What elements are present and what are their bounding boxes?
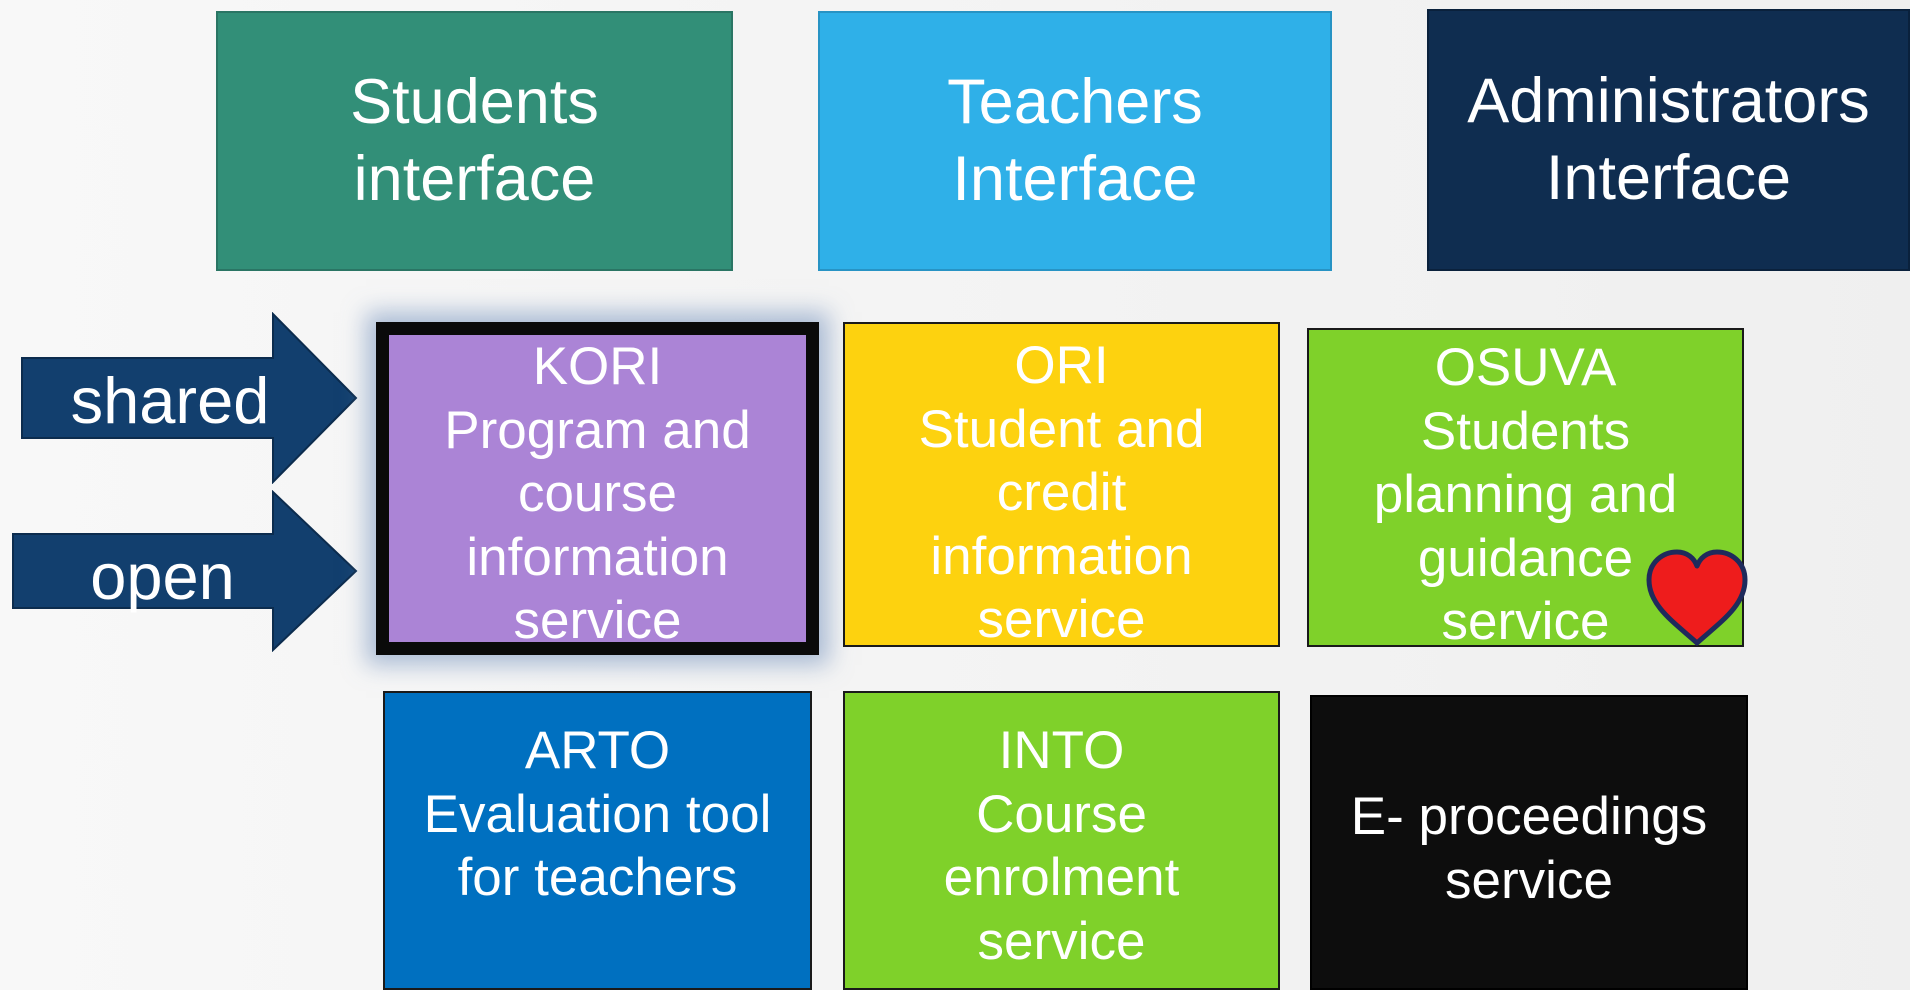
eproceedings-service-line1: E- proceedings	[1350, 787, 1708, 846]
students-interface-box: Students interface	[216, 11, 733, 271]
teachers-interface-line1: Teachers	[947, 66, 1203, 137]
osuva-service-line2: planning and	[1373, 465, 1678, 525]
teachers-interface-line2: Interface	[952, 144, 1198, 214]
kori-service-line3: information	[466, 527, 729, 587]
kori-service-name: KORI	[532, 337, 663, 396]
into-service-name: INTO	[998, 721, 1125, 780]
into-service-line2: enrolment	[943, 848, 1180, 908]
arto-service-line1: Evaluation tool	[423, 784, 772, 844]
eproceedings-service-box: E- proceedings service	[1310, 695, 1748, 990]
arto-service-name: ARTO	[524, 721, 671, 780]
students-interface-line1: Students	[350, 66, 599, 137]
ori-service-box: ORI Student and credit information servi…	[843, 322, 1280, 647]
osuva-service-line3: guidance	[1417, 528, 1634, 588]
teachers-interface-box: Teachers Interface	[818, 11, 1332, 271]
ori-service-line4: service	[977, 590, 1146, 647]
arto-service-box: ARTO Evaluation tool for teachers	[383, 691, 812, 990]
ori-service-line1: Student and	[918, 399, 1205, 459]
administrators-interface-box: Administrators Interface	[1427, 9, 1910, 271]
shared-arrow-label: shared	[70, 364, 270, 437]
ori-service-name: ORI	[1014, 336, 1109, 395]
administrators-interface-line1: Administrators	[1467, 65, 1870, 136]
into-service-line1: Course	[976, 784, 1147, 844]
osuva-service-name: OSUVA	[1434, 338, 1617, 397]
into-service-line3: service	[977, 911, 1146, 971]
kori-service-line1: Program and	[444, 400, 751, 460]
heart-icon	[1646, 549, 1748, 646]
open-arrow-label: open	[90, 540, 235, 613]
open-arrow-icon	[12, 490, 358, 652]
osuva-service-line4: service	[1441, 592, 1610, 647]
into-service-box: INTO Course enrolment service	[843, 691, 1280, 990]
kori-service-box: KORI Program and course information serv…	[376, 322, 819, 655]
shared-arrow-icon	[21, 312, 358, 484]
arto-service-line2: for teachers	[457, 848, 738, 908]
kori-service-line4: service	[513, 591, 682, 651]
kori-service-line2: course	[517, 464, 678, 524]
ori-service-line2: credit	[996, 463, 1127, 523]
ori-service-line3: information	[930, 526, 1193, 586]
osuva-service-line1: Students	[1420, 401, 1631, 461]
students-interface-line2: interface	[353, 144, 596, 214]
eproceedings-service-line2: service	[1445, 850, 1613, 910]
administrators-interface-line2: Interface	[1545, 143, 1792, 213]
